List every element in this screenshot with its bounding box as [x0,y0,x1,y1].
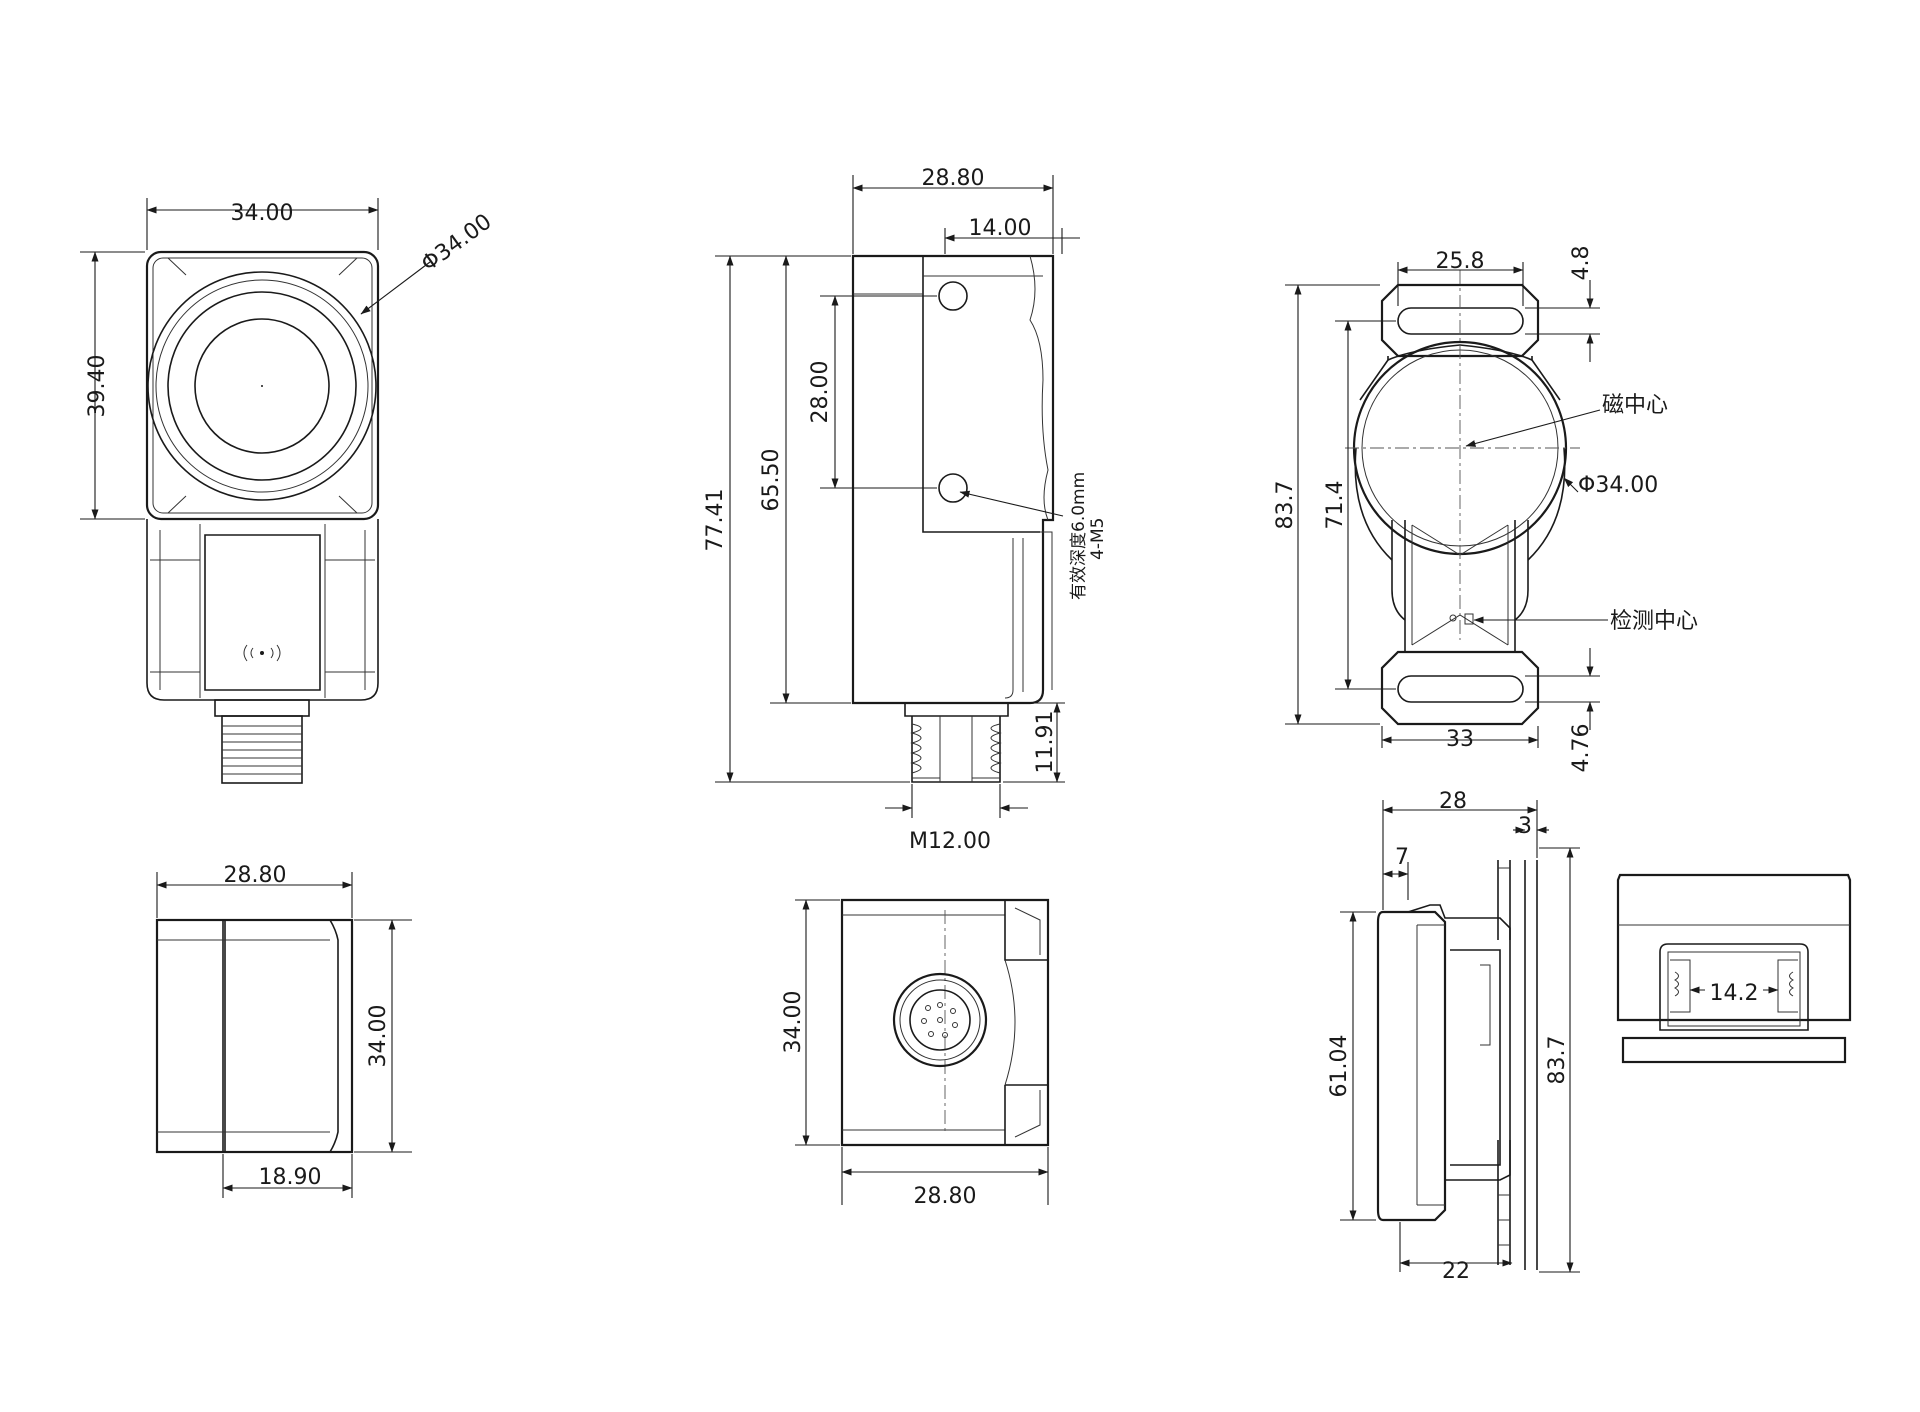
mount-side-base-label: 22 [1442,1259,1470,1284]
mount-top-width-label: 14.2 [1710,981,1759,1006]
wireless-icon [243,644,281,662]
dim-side-total-height: 77.41 [703,255,910,783]
dim-front-diameter: Φ34.00 [360,209,497,315]
bottom-height-label: 34.00 [781,991,806,1054]
side-bracket-width-label: 14.00 [969,216,1032,241]
m12-connector-face [892,972,988,1068]
top-lower-width-label: 18.90 [259,1165,322,1190]
dim-mount-side-plate: 3 [1513,814,1549,839]
mount-slot-top-label: 4.8 [1569,246,1594,281]
dim-side-thread: M12.00 [885,784,1028,854]
mount-side-total-label: 83.7 [1545,1036,1570,1085]
hole-note-depth: 有效深度6.0mm [1069,472,1089,600]
side-thread-label: M12.00 [909,829,991,854]
dim-mount-slot-top: 4.8 [1525,246,1600,362]
side-total-height-label: 77.41 [703,489,728,552]
mount-side-plate-label: 3 [1518,814,1532,839]
bottom-view: 34.00 28.80 [781,898,1050,1209]
dim-bottom-height: 34.00 [781,899,840,1146]
dim-top-height: 34.00 [354,919,412,1153]
detect-center-label: 检测中心 [1610,609,1698,634]
side-view: 28.80 14.00 28.00 65.50 77.41 11.91 [703,166,1108,854]
bottom-width-label: 28.80 [914,1184,977,1209]
dim-mount-side-depth: 28 [1382,789,1538,910]
mount-bottom-width-label: 33 [1446,727,1474,752]
front-diameter-label: Φ34.00 [417,209,497,276]
top-height-label: 34.00 [366,1005,391,1068]
side-connector-length-label: 11.91 [1033,711,1058,774]
dim-mount-slot-width: 25.8 [1397,249,1524,306]
mount-slot-width-label: 25.8 [1436,249,1485,274]
side-body-height-label: 65.50 [759,449,784,512]
dim-mount-slot-bottom: 4.76 [1525,648,1600,772]
dim-front-height: 39.40 [80,251,145,520]
front-width-label: 34.00 [231,201,294,226]
side-hole-spacing-label: 28.00 [808,361,833,424]
dim-mount-side-total: 83.7 [1539,847,1580,1273]
mount-side-depth-label: 28 [1439,789,1467,814]
dim-top-width: 28.80 [156,863,353,918]
top-view: 28.80 18.90 34.00 [155,863,412,1198]
dim-mount-top-width: 14.2 [1689,980,1779,1006]
front-height-label: 39.40 [85,355,110,418]
mount-diameter-callout: Φ34.00 [1563,473,1658,498]
mount-diameter-label: Φ34.00 [1578,473,1658,498]
dim-bottom-width: 28.80 [841,1147,1049,1209]
dim-side-body-height: 65.50 [759,255,851,704]
mount-slot-bottom-label: 4.76 [1569,724,1594,773]
dim-mount-total-height: 83.7 [1273,284,1380,725]
dim-side-top-width: 28.80 [852,166,1054,254]
dim-side-connector-length: 11.91 [1003,702,1065,783]
magnet-center-callout: 磁中心 [1465,393,1668,447]
mount-front-view: 25.8 4.8 磁中心 Φ34.00 检测中心 83.7 71.4 [1273,246,1698,773]
mount-side-view: 28 3 7 61.04 83.7 22 [1327,789,1580,1284]
hole-note: 有效深度6.0mm 4-M5 [959,472,1108,600]
mount-top-view: 14.2 [1616,873,1852,1064]
dim-mount-side-height: 61.04 [1327,911,1376,1221]
front-view: 34.00 39.40 Φ34.00 [80,198,497,784]
dim-mount-side-offset: 7 [1382,845,1409,900]
dim-side-bracket-width: 14.00 [944,216,1080,254]
side-top-width-label: 28.80 [922,166,985,191]
dim-side-hole-spacing: 28.00 [808,295,937,489]
dim-mount-inner-height: 71.4 [1323,320,1396,690]
hole-note-thread: 4-M5 [1088,518,1108,560]
dim-mount-bottom-width: 33 [1381,726,1539,752]
mount-inner-height-label: 71.4 [1323,481,1348,530]
magnet-center-label: 磁中心 [1602,393,1668,418]
dim-front-width: 34.00 [146,198,379,250]
dim-top-lower-width: 18.90 [222,1154,353,1198]
mount-total-height-label: 83.7 [1273,481,1298,530]
top-width-label: 28.80 [224,863,287,888]
detect-center-callout: 检测中心 [1473,609,1698,634]
mount-side-offset-label: 7 [1395,845,1409,870]
mount-side-height-label: 61.04 [1327,1035,1352,1098]
dim-mount-side-base: 22 [1399,1222,1513,1284]
